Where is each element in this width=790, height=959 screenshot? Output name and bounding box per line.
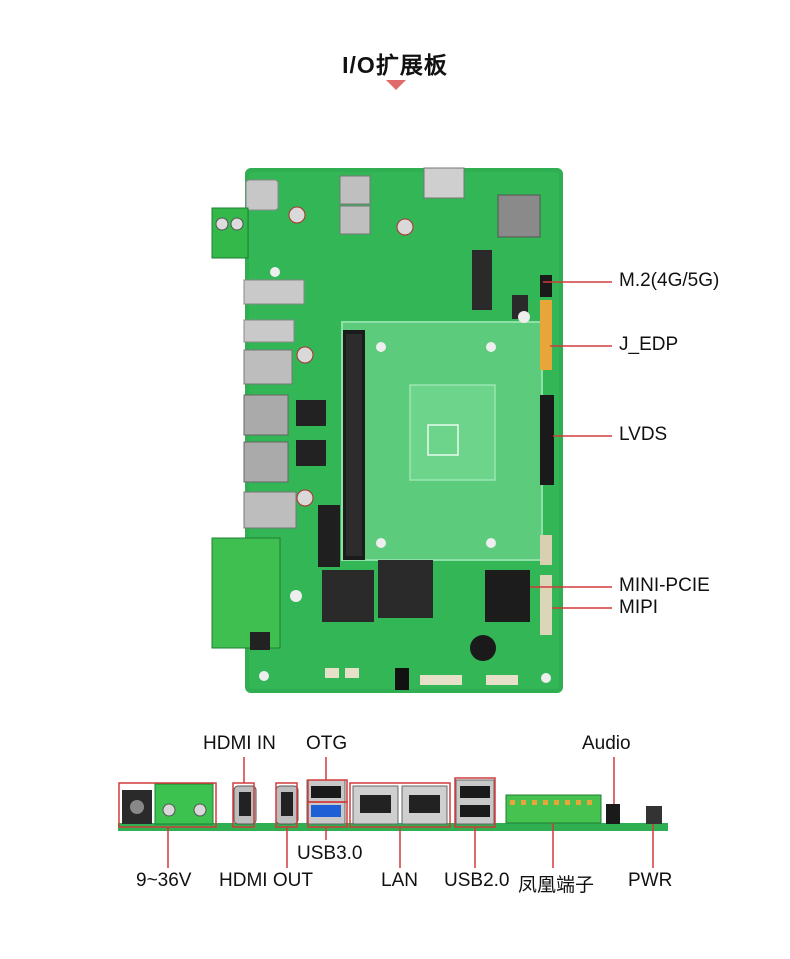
callout-lvds: LVDS	[619, 424, 668, 445]
label-phoenix-terminal: 凤凰端子	[518, 875, 595, 896]
label-audio: Audio	[582, 733, 631, 754]
label-power-input: 9~36V	[136, 870, 192, 891]
page-title: I/O扩展板	[342, 52, 448, 78]
label-otg: OTG	[306, 733, 348, 754]
label-usb30: USB3.0	[297, 843, 363, 864]
callout-jedp: J_EDP	[619, 334, 679, 355]
callout-minipcie: MINI-PCIE	[619, 575, 710, 596]
label-lan: LAN	[381, 870, 418, 891]
label-usb20: USB2.0	[444, 870, 510, 891]
label-pwr: PWR	[628, 870, 673, 891]
down-arrow-icon	[386, 80, 406, 90]
callout-mipi: MIPI	[619, 597, 659, 618]
label-hdmi-out: HDMI OUT	[219, 870, 313, 891]
label-hdmi-in: HDMI IN	[203, 733, 276, 754]
callout-m2: M.2(4G/5G)	[619, 270, 720, 291]
